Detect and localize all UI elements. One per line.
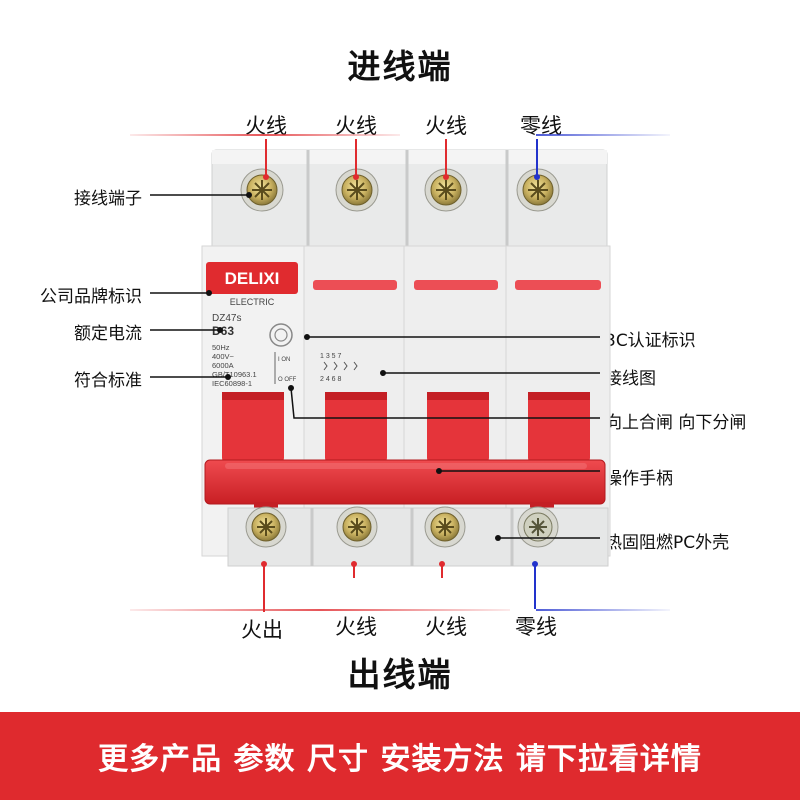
callout-wiring-diagram: 接线图 (605, 369, 656, 389)
bottom-label-live-2: 火线 (335, 615, 377, 639)
top-red-rail (130, 134, 400, 136)
brand-badge (206, 262, 298, 294)
nameplate: DELIXI ELECTRIC DZ47s D63 50Hz 400V~ 600… (206, 262, 358, 388)
callout-switch-direction: 向上合闸 向下分闸 (605, 413, 747, 433)
diagram-bottom-numbers: 2 4 6 8 (320, 376, 342, 383)
spec-line: IEC60898-1 (212, 379, 252, 388)
right-callout-leaders (288, 334, 600, 541)
bottom-red-rail (130, 609, 510, 611)
bottom-label-neutral: 零线 (515, 615, 557, 639)
model-text: DZ47s (212, 313, 241, 324)
top-blue-rail (536, 134, 670, 136)
spec-line: GB/T10963.1 (212, 370, 257, 379)
wiring-schematic-icon (323, 361, 358, 371)
brand-text: DELIXI (225, 269, 280, 288)
incoming-terminal-title: 进线端 (347, 47, 453, 86)
bottom-label-live-out: 火出 (241, 618, 283, 642)
left-callout-leaders (150, 192, 252, 380)
spec-line: 400V~ (212, 352, 235, 361)
callout-housing: 热固阻燃PC外壳 (605, 533, 730, 553)
bottom-blue-rail (536, 609, 670, 611)
callout-terminal: 接线端子 (74, 189, 142, 209)
off-marker: O OFF (278, 377, 297, 383)
ccc-mark-icon (269, 323, 293, 347)
outgoing-terminal-title: 出线端 (347, 655, 453, 694)
on-marker: I ON (278, 357, 290, 363)
bottom-label-live-3: 火线 (425, 615, 467, 639)
bottom-wire-leaders (261, 561, 538, 612)
housing-top (211, 149, 608, 251)
spec-line: 50Hz (212, 343, 230, 352)
brand-sub-text: ELECTRIC (230, 297, 275, 307)
callout-rated-current: 额定电流 (74, 324, 142, 344)
footer-banner[interactable]: 更多产品 参数 尺寸 安装方法 请下拉看详情 (0, 712, 800, 800)
top-label-live-3: 火线 (425, 114, 467, 138)
top-terminal-screws (240, 168, 560, 212)
toggle-levers (222, 392, 590, 462)
circuit-breaker-diagram: DELIXI ELECTRIC DZ47s D63 50Hz 400V~ 600… (130, 134, 670, 612)
top-wire-leaders (263, 139, 540, 180)
callout-standard: 符合标准 (74, 371, 142, 391)
callout-3c-mark: 3C认证标识 (605, 331, 696, 351)
bottom-terminal-screws (245, 506, 559, 548)
operating-handle (204, 459, 606, 510)
rating-text: D63 (212, 324, 234, 338)
diagram-top-numbers: 1 3 5 7 (320, 353, 342, 360)
callout-brand-logo: 公司品牌标识 (40, 287, 142, 307)
spec-line: 6000A (212, 361, 234, 370)
footer-text: 更多产品 参数 尺寸 安装方法 请下拉看详情 (98, 742, 702, 777)
callout-handle: 操作手柄 (605, 469, 673, 489)
